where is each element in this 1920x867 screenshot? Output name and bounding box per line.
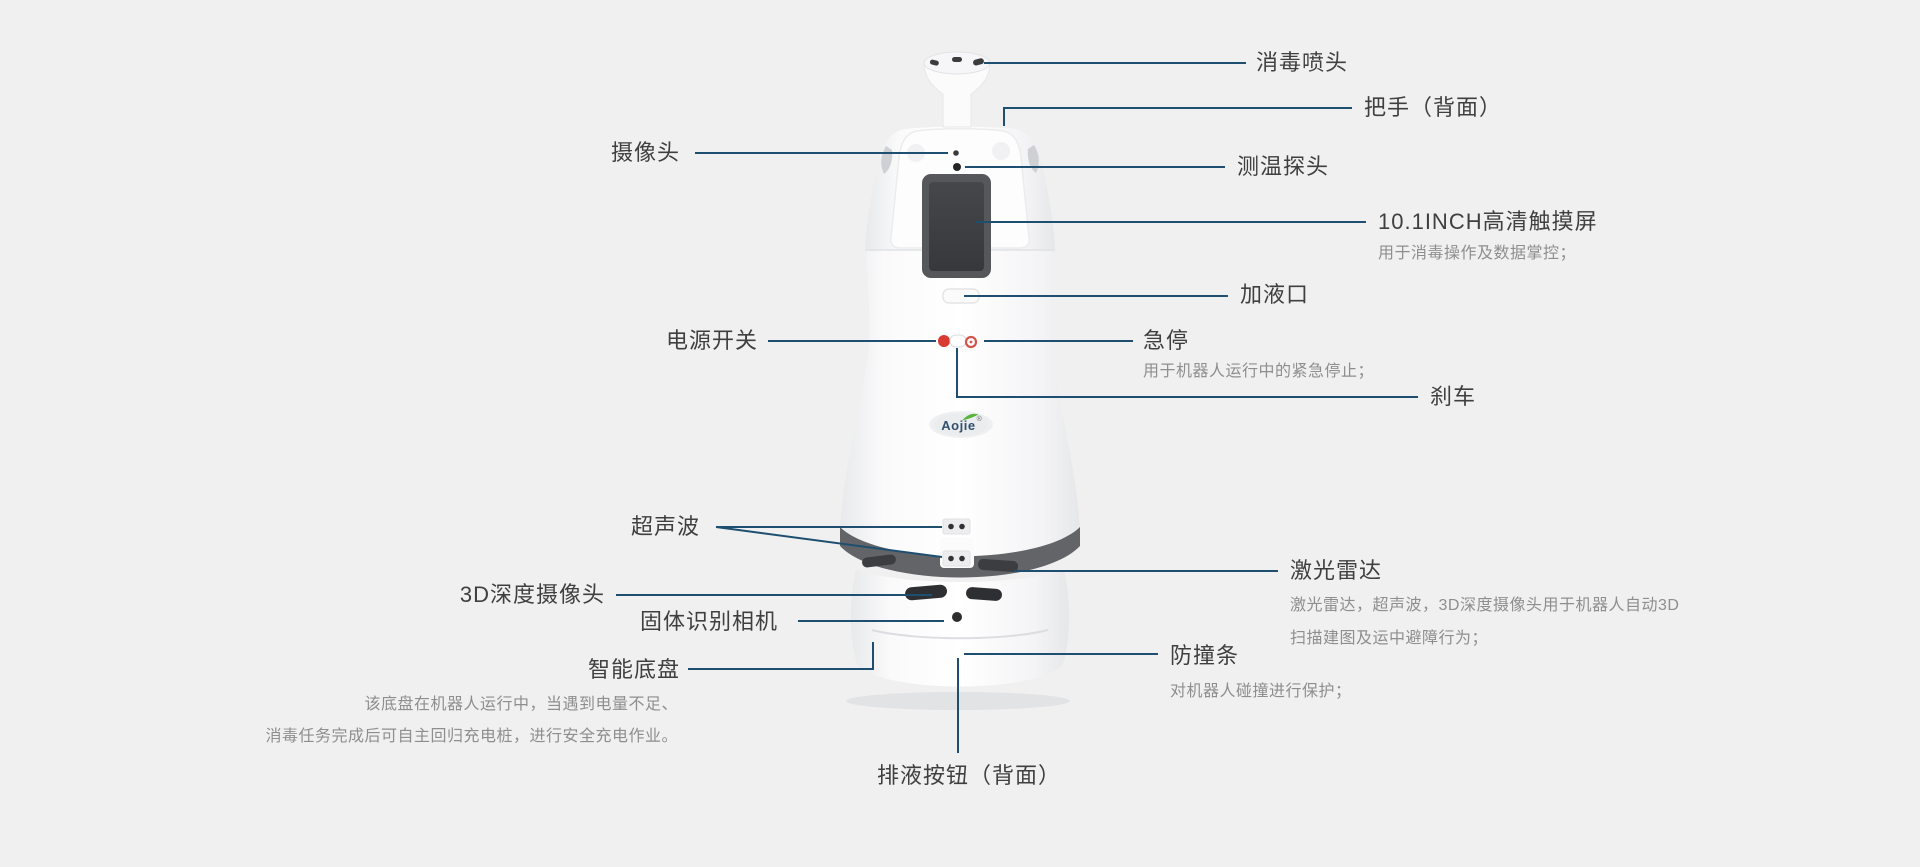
desc-lidar-2: 扫描建图及运中避障行为；: [1290, 630, 1489, 647]
label-spray-nozzle: 消毒喷头: [1256, 50, 1349, 75]
desc-bumper: 对机器人碰撞进行保护；: [1170, 683, 1352, 700]
nozzle-icon: [952, 57, 962, 62]
temp-probe-dot: [953, 163, 961, 171]
desc-lidar-1: 激光雷达，超声波，3D深度摄像头用于机器人自动3D: [1290, 597, 1680, 614]
label-emergency-stop: 急停: [1143, 328, 1190, 353]
ultrasonic-sensors: [942, 518, 971, 567]
label-lidar: 激光雷达: [1290, 558, 1383, 583]
label-drain-button: 排液按钮（背面）: [877, 763, 1062, 788]
robot-body: [840, 51, 1080, 710]
leader-brake: [956, 348, 1418, 398]
depth-camera-slot-left: [905, 584, 947, 601]
lidar-band: [840, 527, 1080, 578]
desc-emergency-stop: 用于机器人运行中的紧急停止；: [1143, 363, 1375, 380]
leaf-icon: [962, 413, 979, 421]
torso-bell: [840, 248, 1080, 561]
brake-button: [949, 334, 967, 348]
label-handle: 把手（背面）: [1364, 95, 1503, 120]
leader-handle: [1003, 107, 1352, 126]
label-smart-chassis: 智能底盘: [587, 657, 680, 682]
brand-logo: Aojie ®: [929, 411, 993, 438]
spray-head: [923, 51, 991, 128]
label-solid-recognition-camera: 固体识别相机: [639, 609, 778, 634]
lidar-unit: [978, 558, 1019, 573]
touchscreen: [922, 174, 991, 278]
power-button: [938, 335, 950, 347]
desc-smart-chassis-2: 消毒任务完成后可自主回归充电桩，进行安全充电作业。: [265, 728, 678, 745]
leader-lines: [616, 62, 1418, 753]
camera-dot: [953, 150, 959, 156]
base-chassis: [850, 570, 1070, 687]
nozzle-icon: [973, 58, 984, 66]
desc-smart-chassis-1: 该底盘在机器人运行中，当遇到电量不足、: [364, 696, 678, 713]
label-ultrasonic: 超声波: [630, 514, 700, 539]
depth-camera-slot-right: [966, 587, 1002, 601]
label-touchscreen: 10.1INCH高清触摸屏: [1378, 209, 1598, 234]
label-camera: 摄像头: [610, 140, 680, 165]
desc-touchscreen: 用于消毒操作及数据掌控；: [1378, 245, 1577, 262]
leader-chassis: [688, 642, 874, 670]
lidar-unit: [862, 554, 896, 568]
brand-logo-text: Aojie: [941, 418, 976, 433]
label-bumper: 防撞条: [1170, 643, 1240, 668]
leader-ultrasonic-2: [715, 526, 943, 558]
label-liquid-port: 加液口: [1240, 282, 1310, 307]
label-brake: 刹车: [1430, 384, 1477, 409]
brand-logo-mark: ®: [976, 416, 982, 423]
bumper-seam: [871, 629, 1049, 640]
label-power-switch: 电源开关: [665, 328, 758, 353]
label-temp-probe: 测温探头: [1237, 154, 1330, 179]
nozzle-icon: [929, 59, 939, 66]
label-3d-depth-camera: 3D深度摄像头: [459, 582, 605, 607]
solid-recognition-camera-dot: [952, 612, 962, 622]
